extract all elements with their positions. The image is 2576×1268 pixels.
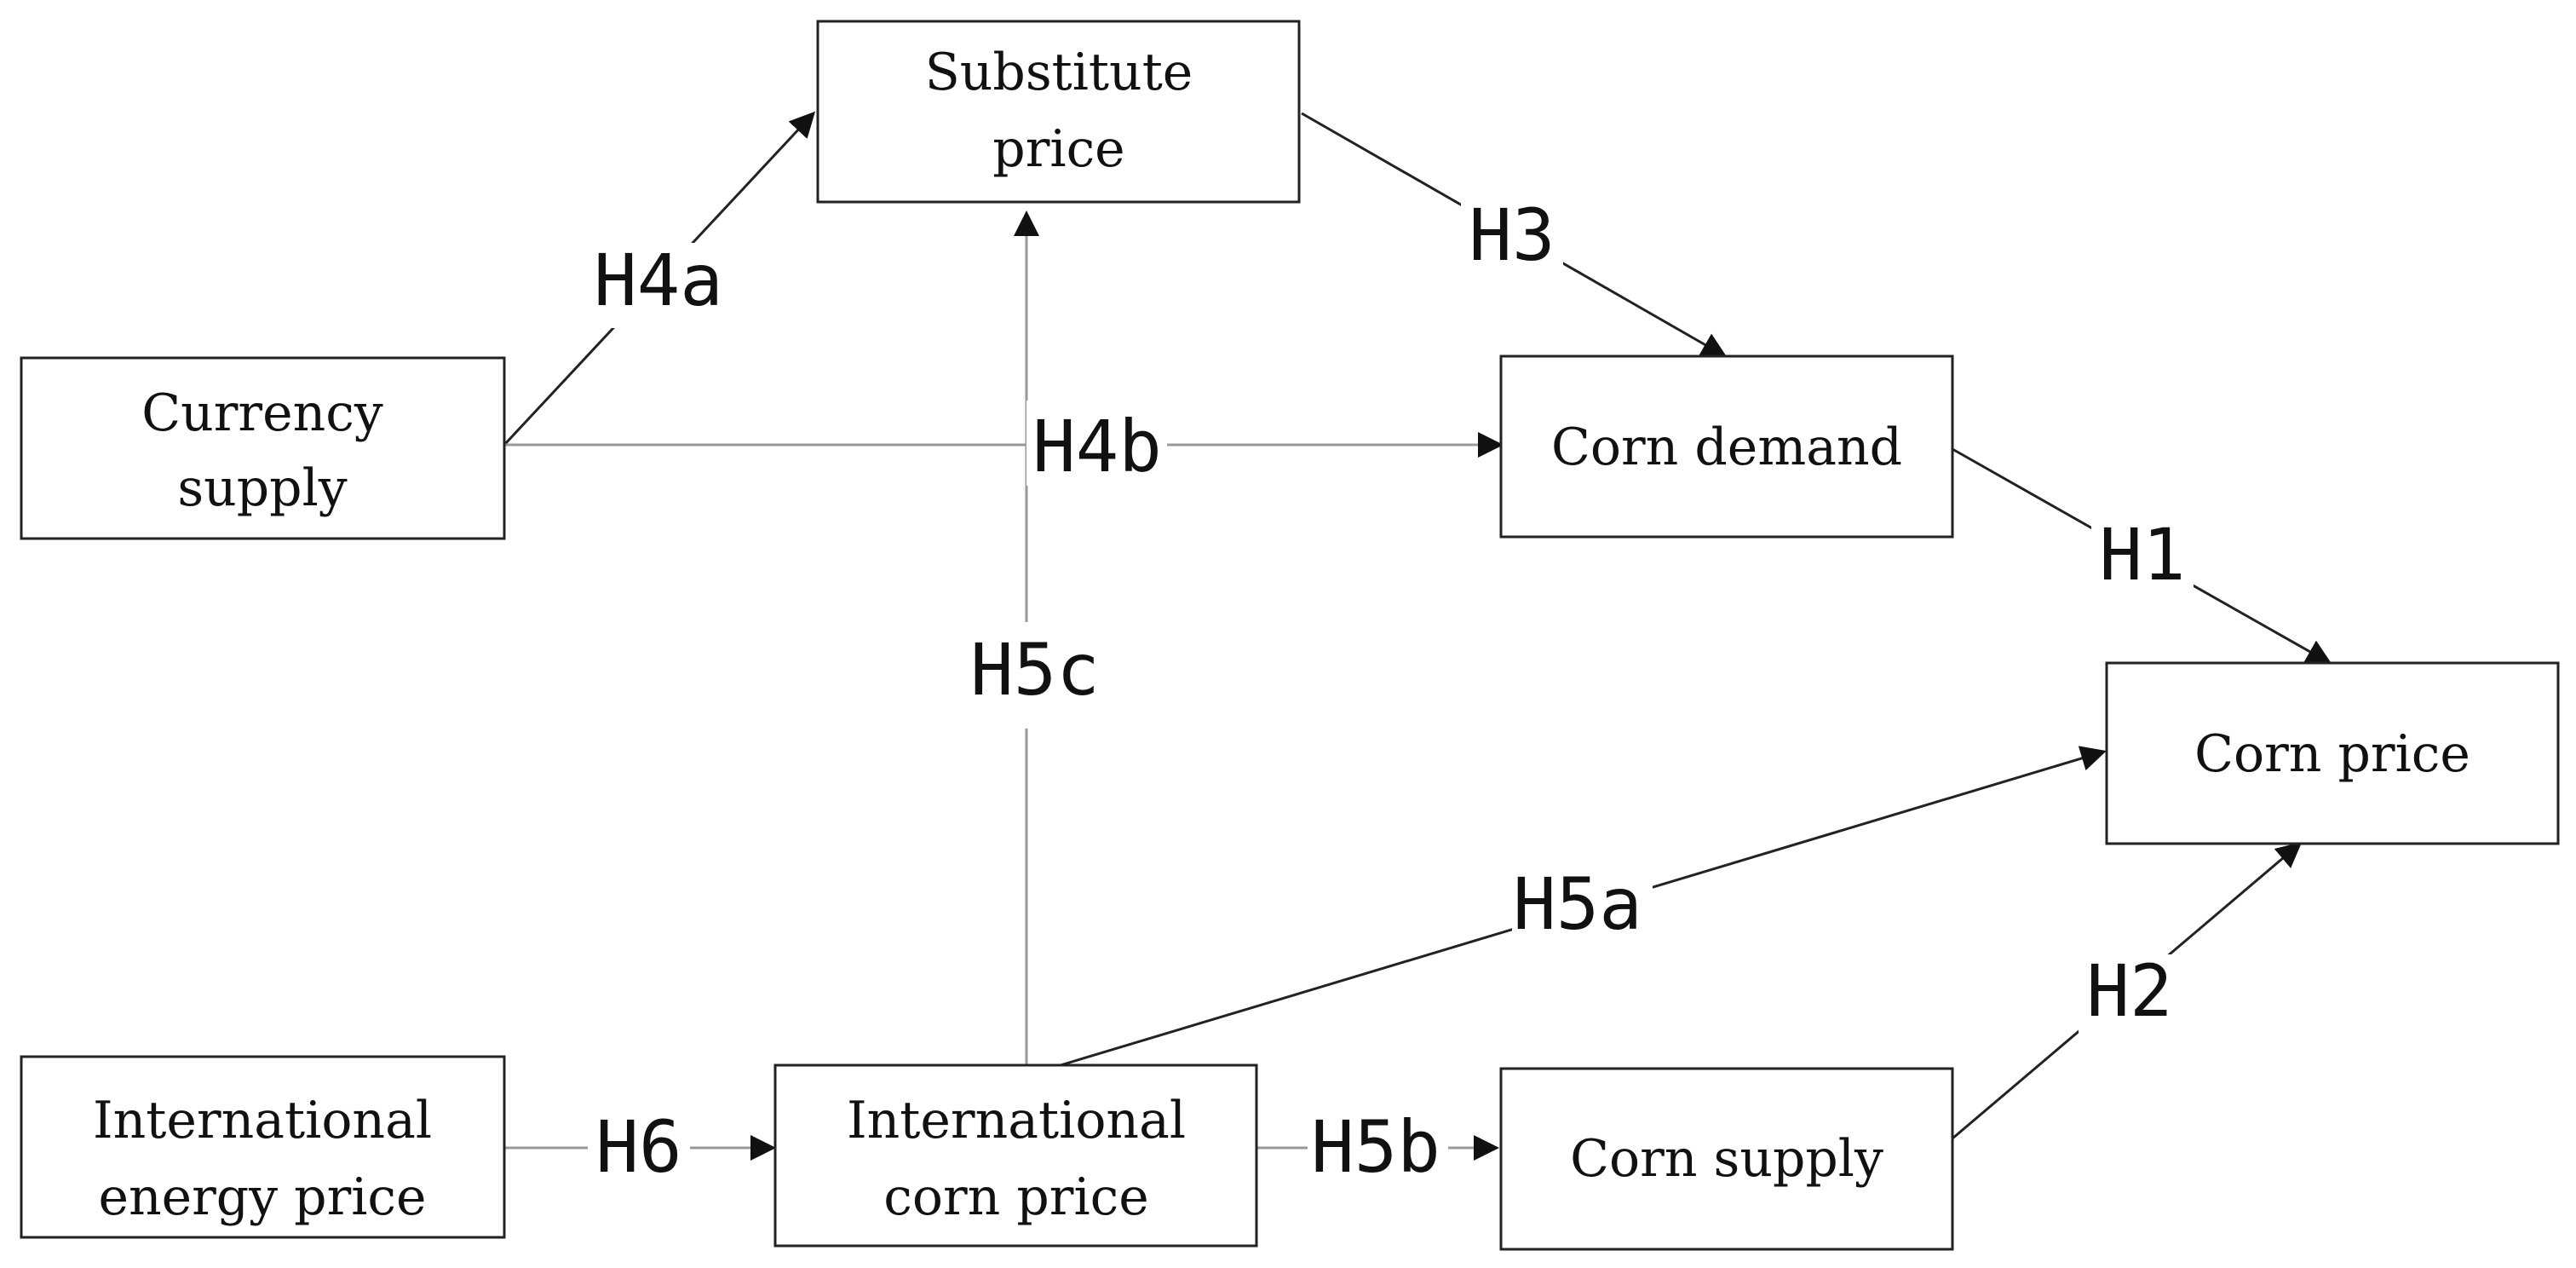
node-currency-supply: Currency supply	[20, 356, 506, 540]
node-currency-supply-line2: supply	[177, 458, 347, 518]
edge-label-h2: H2	[2079, 949, 2181, 1040]
edge-label-h4a-text: H4a	[594, 239, 723, 322]
node-international-energy-price-line1: International	[93, 1091, 432, 1150]
node-currency-supply-line1: Currency	[141, 383, 383, 443]
edge-label-h5c-text: H5c	[970, 628, 1100, 712]
node-corn-demand: Corn demand	[1499, 354, 1954, 539]
node-substitute-price-line2: price	[992, 119, 1124, 179]
node-international-corn-price: International corn price	[773, 1063, 1258, 1248]
edge-label-h4b-text: H4b	[1032, 405, 1162, 488]
node-substitute-price: Substitute price	[816, 20, 1301, 204]
node-international-energy-price: International energy price	[20, 1055, 506, 1239]
node-international-corn-price-line2: corn price	[883, 1167, 1149, 1227]
node-international-corn-price-line1: International	[847, 1091, 1186, 1150]
edge-label-h5a-text: H5a	[1513, 862, 1642, 946]
edge-label-h5a: H5a	[1512, 862, 1653, 950]
node-international-energy-price-line2: energy price	[98, 1167, 426, 1227]
edge-label-h6: H6	[588, 1105, 690, 1193]
edge-label-h1-text: H1	[2099, 513, 2185, 597]
edge-label-h5b-text: H5b	[1311, 1105, 1440, 1189]
node-corn-demand-label: Corn demand	[1551, 418, 1902, 477]
edge-label-h6-text: H6	[595, 1105, 681, 1189]
node-corn-price-label: Corn price	[2194, 724, 2470, 784]
edge-label-h5b: H5b	[1308, 1105, 1448, 1193]
edge-label-h4b: H4b	[1026, 401, 1167, 488]
node-corn-supply: Corn supply	[1499, 1067, 1954, 1251]
edge-label-h5c: H5c	[954, 622, 1100, 729]
edge-label-h3: H3	[1461, 193, 1563, 281]
edge-label-h2-text: H2	[2086, 949, 2172, 1033]
edge-label-h4a: H4a	[586, 239, 731, 328]
node-corn-price: Corn price	[2105, 661, 2560, 845]
node-substitute-price-line1: Substitute	[925, 43, 1193, 102]
node-corn-supply-label: Corn supply	[1570, 1129, 1883, 1189]
edge-label-h1: H1	[2091, 513, 2194, 601]
edge-label-h3-text: H3	[1469, 193, 1555, 277]
